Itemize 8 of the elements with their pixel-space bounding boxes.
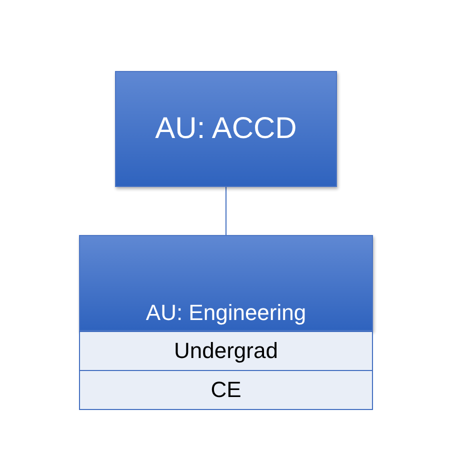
box-title: AU: ACCD [155,112,297,146]
org-box [115,71,337,187]
list-row [79,331,373,371]
list-row [79,370,373,410]
row-label: CE [210,377,242,403]
row-label: Undergrad [174,338,278,364]
org-box [79,235,373,331]
box-title: AU: Engineering [146,300,306,326]
